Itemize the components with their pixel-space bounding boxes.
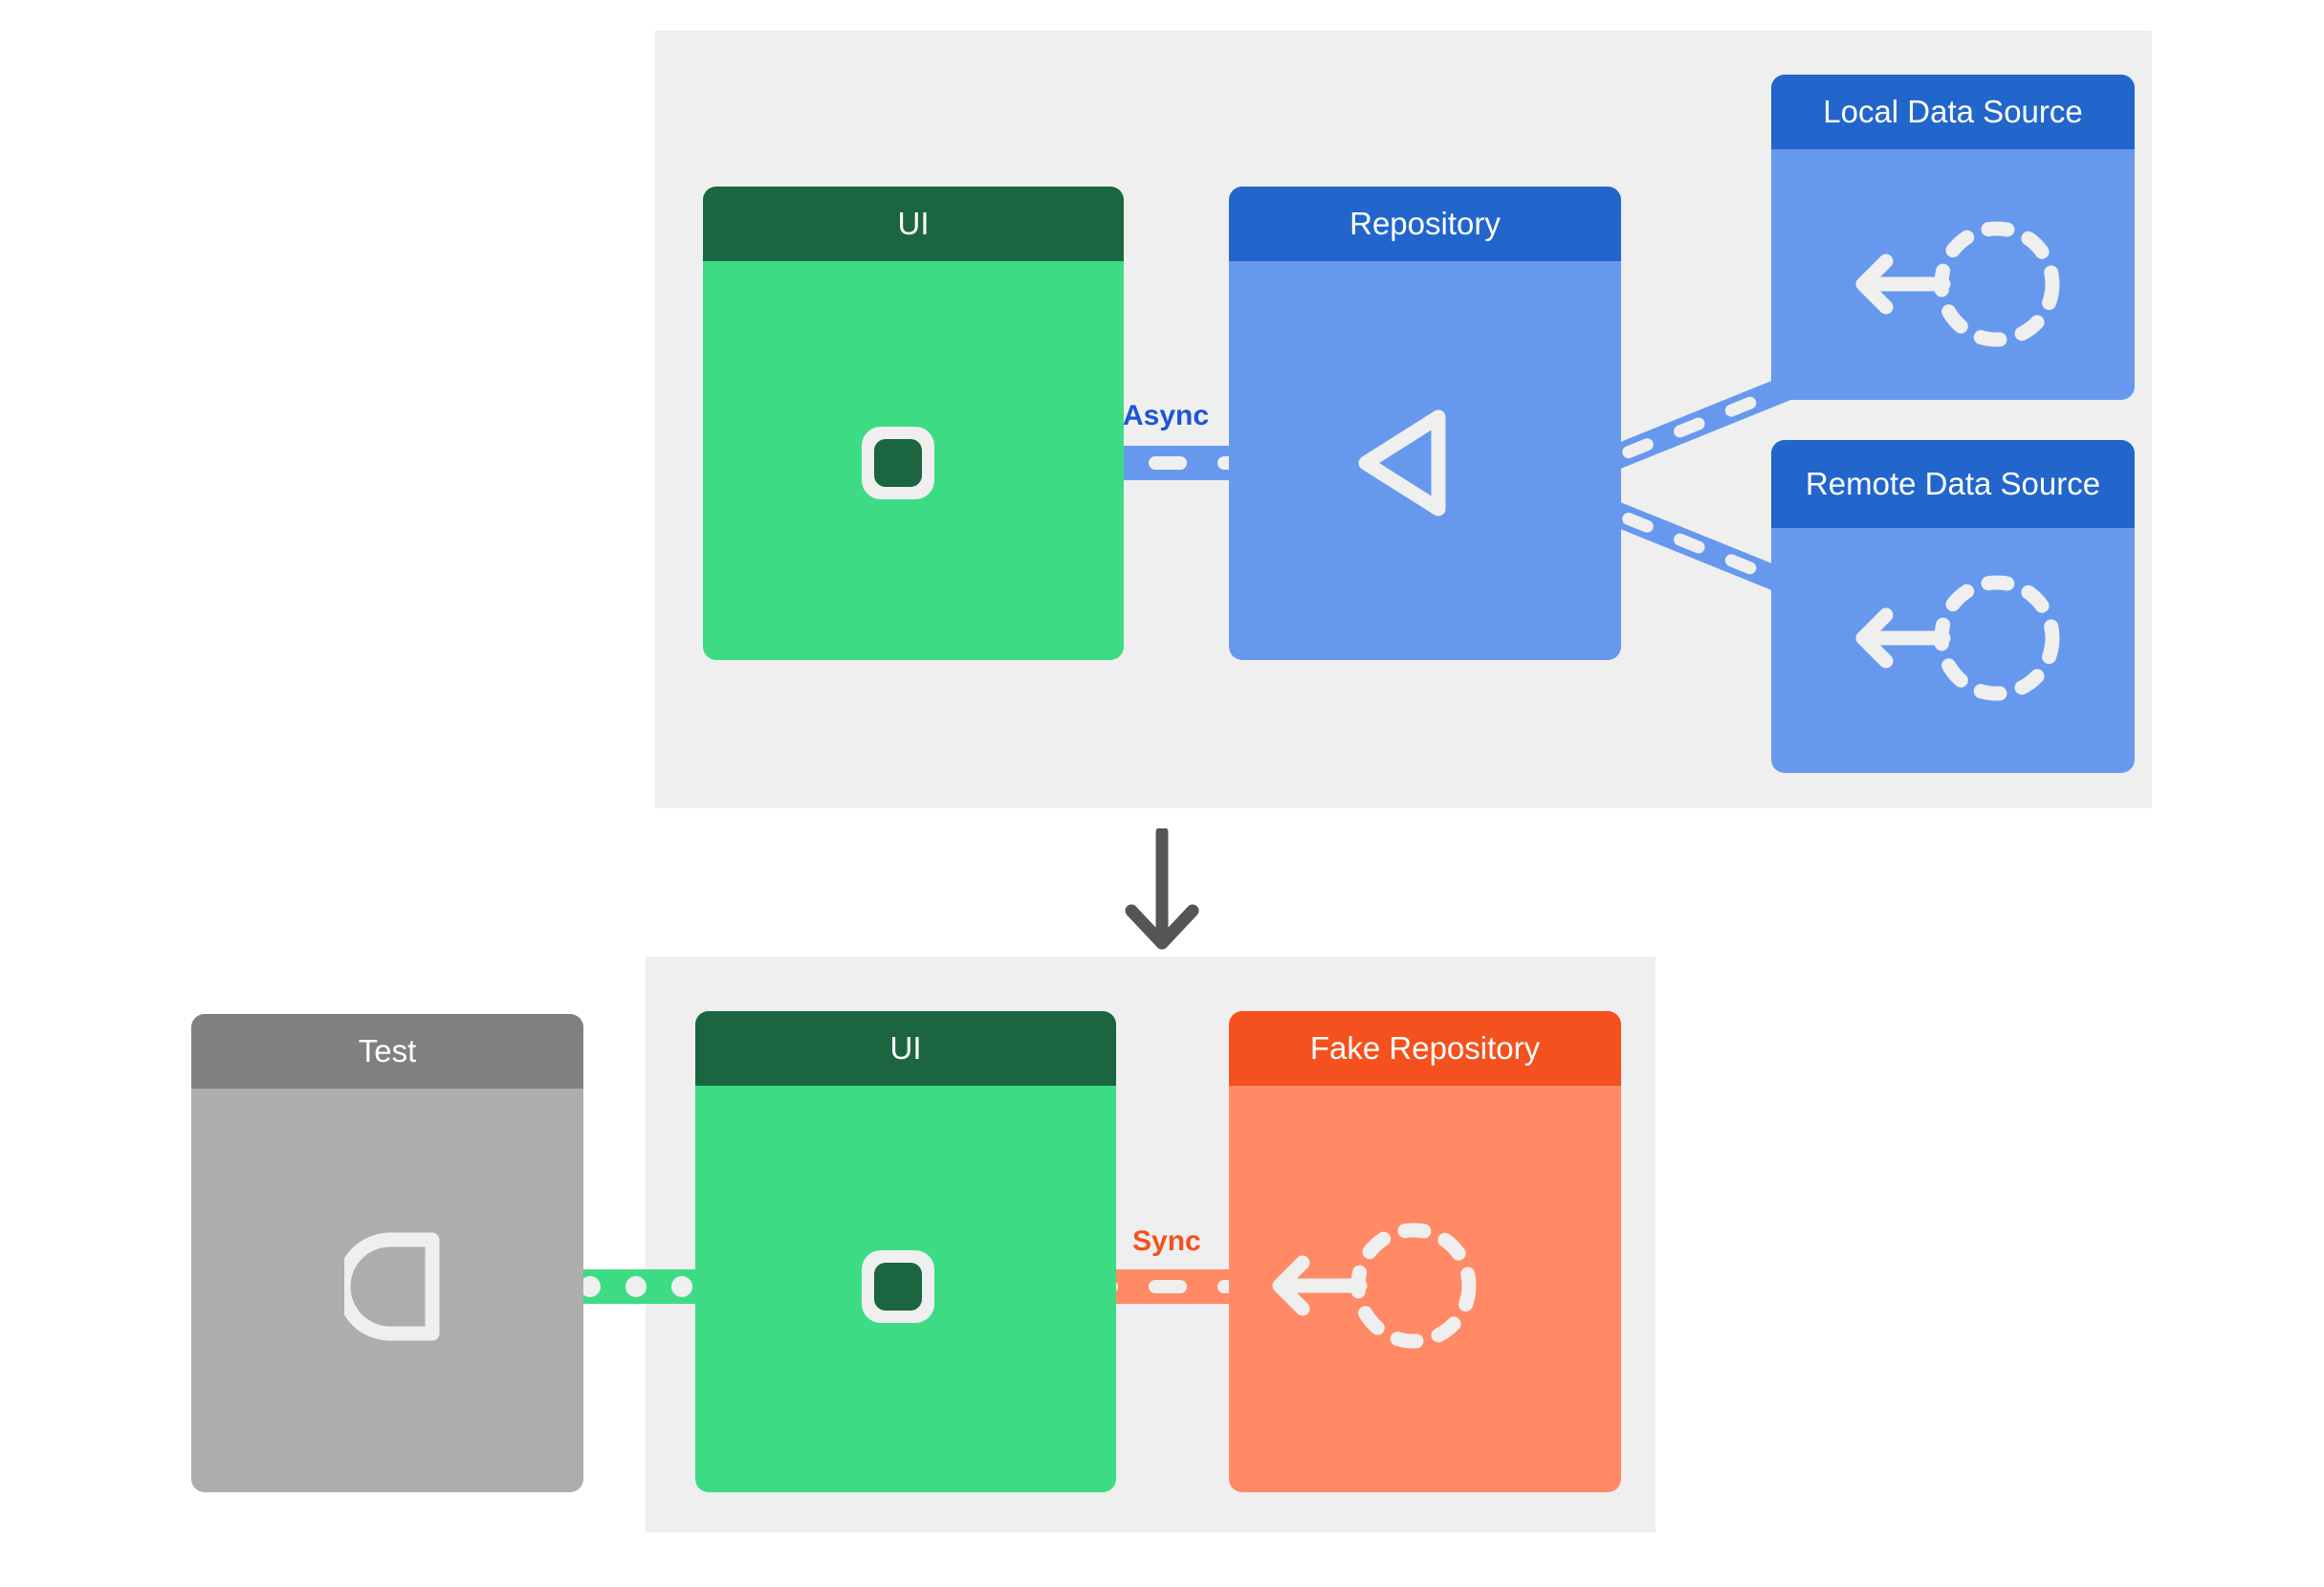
dash-segment bbox=[1620, 510, 1655, 535]
async-connection-label: Async bbox=[1119, 400, 1214, 432]
socket-half-circle-icon bbox=[344, 1232, 440, 1341]
dash-segment bbox=[1620, 436, 1655, 461]
card-local-data-source-header: Local Data Source bbox=[1771, 75, 2135, 149]
card-fake-repository[interactable]: Fake Repository bbox=[1229, 1011, 1621, 1492]
triangle-outline-icon bbox=[1358, 409, 1446, 517]
card-title: Test bbox=[358, 1033, 417, 1069]
dot-segment bbox=[671, 1276, 692, 1297]
dash-segment bbox=[1149, 456, 1187, 470]
dashed-circle-arrow-icon-remote bbox=[1855, 575, 2060, 701]
card-test[interactable]: Test bbox=[191, 1014, 583, 1492]
dash-segment bbox=[1722, 394, 1759, 419]
sync-connection-label: Sync bbox=[1129, 1225, 1205, 1258]
card-local-data-source[interactable]: Local Data Source bbox=[1771, 75, 2135, 400]
dash-segment bbox=[1722, 552, 1759, 577]
card-ui-test-header: UI bbox=[695, 1011, 1116, 1086]
card-remote-data-source-header: Remote Data Source bbox=[1771, 440, 2135, 528]
card-title: Remote Data Source bbox=[1805, 466, 2101, 502]
dashed-circle-arrow-icon-fake bbox=[1272, 1223, 1477, 1349]
card-title: Fake Repository bbox=[1309, 1030, 1541, 1067]
card-title: Local Data Source bbox=[1823, 94, 2083, 130]
downward-flow-arrow bbox=[1125, 828, 1199, 950]
plug-square-icon-core bbox=[874, 1263, 922, 1311]
plug-square-icon-test bbox=[862, 1250, 934, 1323]
card-title: UI bbox=[897, 206, 930, 242]
card-repository-header: Repository bbox=[1229, 187, 1621, 261]
plug-square-icon-core bbox=[874, 439, 922, 487]
dash-segment bbox=[1672, 415, 1707, 440]
dash-segment bbox=[1149, 1280, 1187, 1293]
card-ui-production-header: UI bbox=[703, 187, 1124, 261]
dot-segment bbox=[625, 1276, 647, 1297]
card-fake-repository-header: Fake Repository bbox=[1229, 1011, 1621, 1086]
plug-square-icon bbox=[862, 427, 934, 499]
dot-segment bbox=[580, 1276, 601, 1297]
card-test-header: Test bbox=[191, 1014, 583, 1089]
card-title: UI bbox=[889, 1030, 922, 1067]
dash-segment bbox=[1672, 531, 1707, 556]
card-ui-production[interactable]: UI bbox=[703, 187, 1124, 660]
card-title: Repository bbox=[1349, 206, 1501, 242]
dashed-circle-arrow-icon-local bbox=[1855, 221, 2060, 347]
